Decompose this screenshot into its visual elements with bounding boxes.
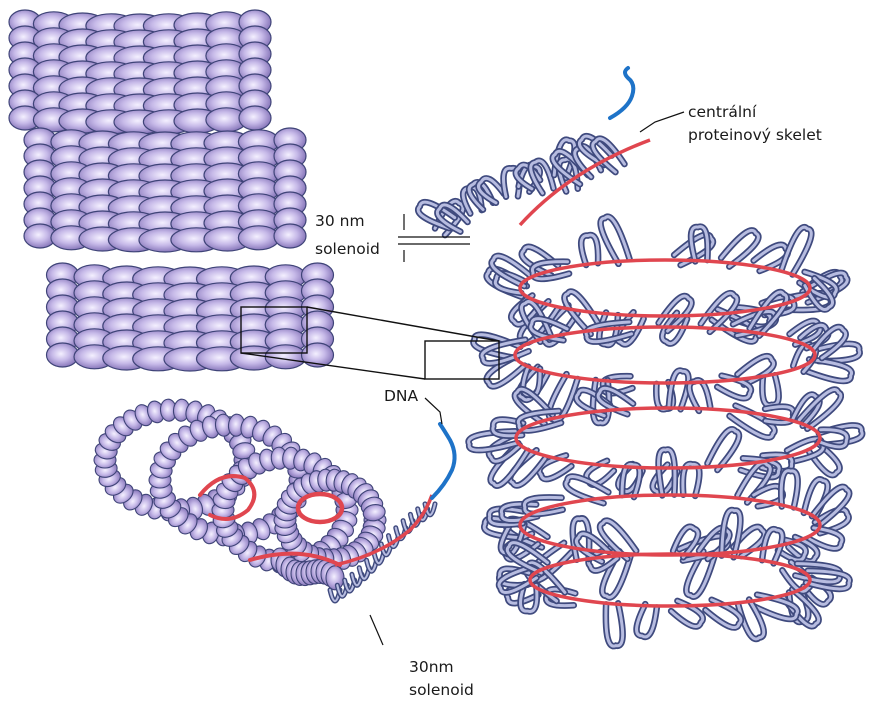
central-scaffold <box>515 140 820 606</box>
chromatin-block-lower <box>47 263 334 371</box>
chromatin-block-top <box>9 10 271 134</box>
solenoid-coil <box>94 399 387 590</box>
label-dna: DNA <box>384 387 419 405</box>
dna-strand-bottom <box>432 424 455 498</box>
label-30nm-solenoid-bottom-line1: 30nm <box>409 658 454 676</box>
label-30nm-solenoid-bottom-line2: solenoid <box>409 681 474 699</box>
label-30nm-solenoid-top-line2: solenoid <box>315 240 380 258</box>
label-central-line2: proteinový skelet <box>688 126 822 144</box>
dna-strand-top <box>610 68 633 118</box>
label-30nm-solenoid-top-line1: 30 nm <box>315 212 365 230</box>
label-central-line1: centrální <box>688 103 757 121</box>
chromatin-block-middle <box>24 128 306 252</box>
